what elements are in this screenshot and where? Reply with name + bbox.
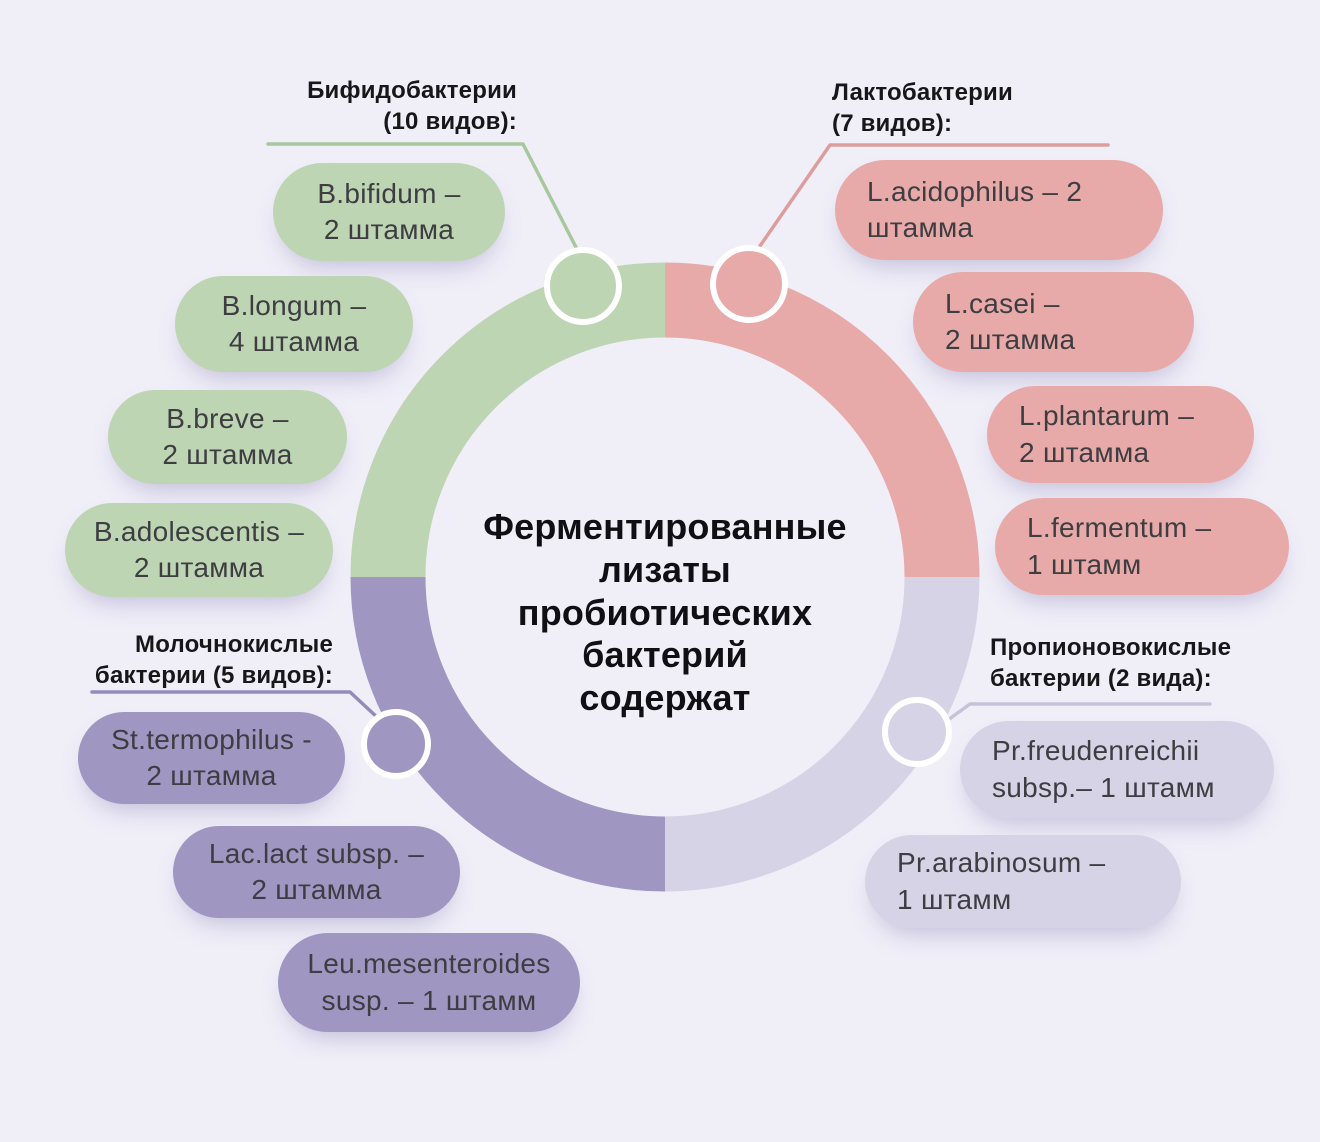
pill-line: St.termophilus - (111, 723, 312, 755)
pill-pr-freudenreichii: Pr.freudenreichii subsp.– 1 штамм (960, 721, 1274, 818)
node-bifidobacteria (544, 247, 622, 325)
heading-line: (10 видов): (383, 107, 517, 135)
pill-b-breve: B.breve – 2 штамма (108, 390, 347, 484)
pill-line: 2 штамма (251, 874, 382, 905)
pill-line: штамма (867, 212, 974, 243)
pill-b-bifidum: B.bifidum – 2 штамма (273, 163, 505, 261)
ring-segment-propionibacteria (664, 576, 980, 892)
pill-st-termophilus: St.termophilus - 2 штамма (78, 712, 345, 804)
pill-leu-mesenteroides: Leu.mesenteroides susp. – 1 штамм (278, 933, 580, 1032)
heading-line: Лактобактерии (832, 79, 1013, 106)
pill-line: L.casei – (945, 287, 1060, 319)
center-title-line: пробиотических (517, 591, 813, 633)
pill-line: 4 штамма (228, 326, 360, 357)
center-title-line: Ферментированные (483, 506, 847, 547)
pill-line: B.longum – (221, 289, 367, 321)
pill-line: subsp.– 1 штамм (992, 771, 1215, 803)
pill-line: 2 штамма (323, 214, 455, 245)
pill-line: L.plantarum – (1019, 400, 1195, 432)
pill-l-casei: L.casei – 2 штамма (913, 272, 1194, 372)
heading-lactic-acid-bacteria: Молочнокислые бактерии (5 видов): (70, 630, 333, 691)
node-lactic-acid-bacteria (361, 709, 431, 779)
pill-line: 2 штамма (133, 552, 265, 583)
connector-lactobacteria (751, 143, 1110, 258)
pill-b-adolescentis: B.adolescentis – 2 штамма (65, 503, 333, 597)
connector-propionibacteria (939, 702, 1212, 727)
node-propionibacteria (882, 697, 952, 767)
pill-line: 1 штамм (897, 883, 1012, 915)
pill-b-longum: B.longum – 4 штамма (175, 276, 413, 372)
ring-segment-lactic-acid-bacteria (350, 576, 666, 892)
pill-line: B.bifidum – (317, 177, 461, 209)
pill-l-fermentum: L.fermentum – 1 штамм (995, 498, 1289, 595)
node-lactobacteria (710, 245, 788, 323)
pill-line: Lac.lact subsp. – (208, 837, 425, 869)
heading-line: бактерии (2 вида): (990, 664, 1212, 692)
pill-line: B.adolescentis – (93, 515, 305, 547)
pill-lac-lact-subsp: Lac.lact subsp. – 2 штамма (173, 826, 460, 918)
pill-line: Leu.mesenteroides (307, 948, 551, 980)
pill-l-plantarum: L.plantarum – 2 штамма (987, 386, 1254, 483)
pill-line: 2 штамма (945, 324, 1076, 355)
pill-line: L.acidophilus – 2 (867, 175, 1083, 207)
connector-bifidobacteria (266, 142, 583, 259)
pill-l-acidophilus: L.acidophilus – 2 штамма (835, 160, 1163, 260)
pill-line: Pr.arabinosum – (897, 847, 1106, 879)
pill-line: B.breve – (166, 402, 289, 434)
pill-line: 2 штамма (162, 439, 293, 470)
pill-line: susp. – 1 штамм (321, 984, 537, 1016)
center-title-line: содержат (579, 677, 751, 719)
heading-lactobacteria: Лактобактерии (7 видов): (832, 78, 1132, 139)
connector-lactic-acid-bacteria (90, 690, 381, 721)
heading-propionibacteria: Пропионовокислые бактерии (2 вида): (990, 633, 1290, 694)
pill-line: 1 штамм (1027, 548, 1142, 580)
pill-line: 2 штамма (146, 760, 277, 791)
heading-line: бактерии (5 видов): (94, 661, 333, 689)
heading-line: Пропионовокислые (990, 634, 1232, 661)
center-title: Ферментированные лизаты пробиотических б… (455, 506, 875, 720)
pill-line: 2 штамма (1019, 436, 1150, 468)
pill-line: L.fermentum – (1027, 512, 1212, 544)
pill-line: Pr.freudenreichii (992, 735, 1200, 767)
heading-line: (7 видов): (832, 109, 953, 137)
heading-bifidobacteria: Бифидобактерии (10 видов): (255, 76, 517, 137)
heading-line: Молочнокислые (135, 631, 333, 658)
heading-line: Бифидобактерии (307, 77, 517, 104)
pill-pr-arabinosum: Pr.arabinosum – 1 штамм (865, 835, 1181, 928)
center-title-line: лизаты (598, 548, 732, 590)
center-title-line: бактерий (582, 634, 748, 676)
